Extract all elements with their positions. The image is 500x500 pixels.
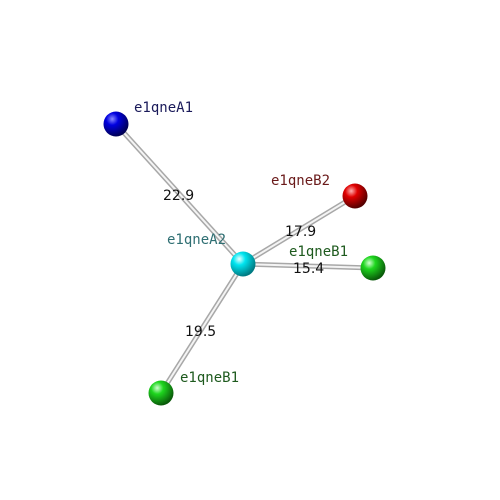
edge-label-top-left: 22.9 [163, 188, 194, 204]
node-sphere-right[interactable] [360, 255, 386, 281]
node-sphere-top-left[interactable] [103, 111, 129, 137]
node-label-top-left: e1qneA1 [134, 100, 193, 116]
node-sphere-top-right[interactable] [342, 183, 368, 209]
node-sphere-center[interactable] [230, 251, 256, 277]
node-label-center: e1qneA2 [167, 232, 226, 248]
edge-label-bottom-left: 19.5 [185, 324, 216, 340]
edge-center-top-right [240, 193, 358, 267]
node-label-right: e1qneB1 [289, 244, 348, 260]
node-label-bottom-left: e1qneB1 [180, 370, 239, 386]
edge-center-top-left [113, 121, 246, 267]
edge-center-bottom-left [158, 261, 246, 396]
node-label-top-right: e1qneB2 [271, 173, 330, 189]
edge-label-top-right: 17.9 [285, 224, 316, 240]
edge-label-right: 15.4 [293, 261, 324, 277]
edge-center-right [240, 261, 376, 271]
node-sphere-bottom-left[interactable] [148, 380, 174, 406]
